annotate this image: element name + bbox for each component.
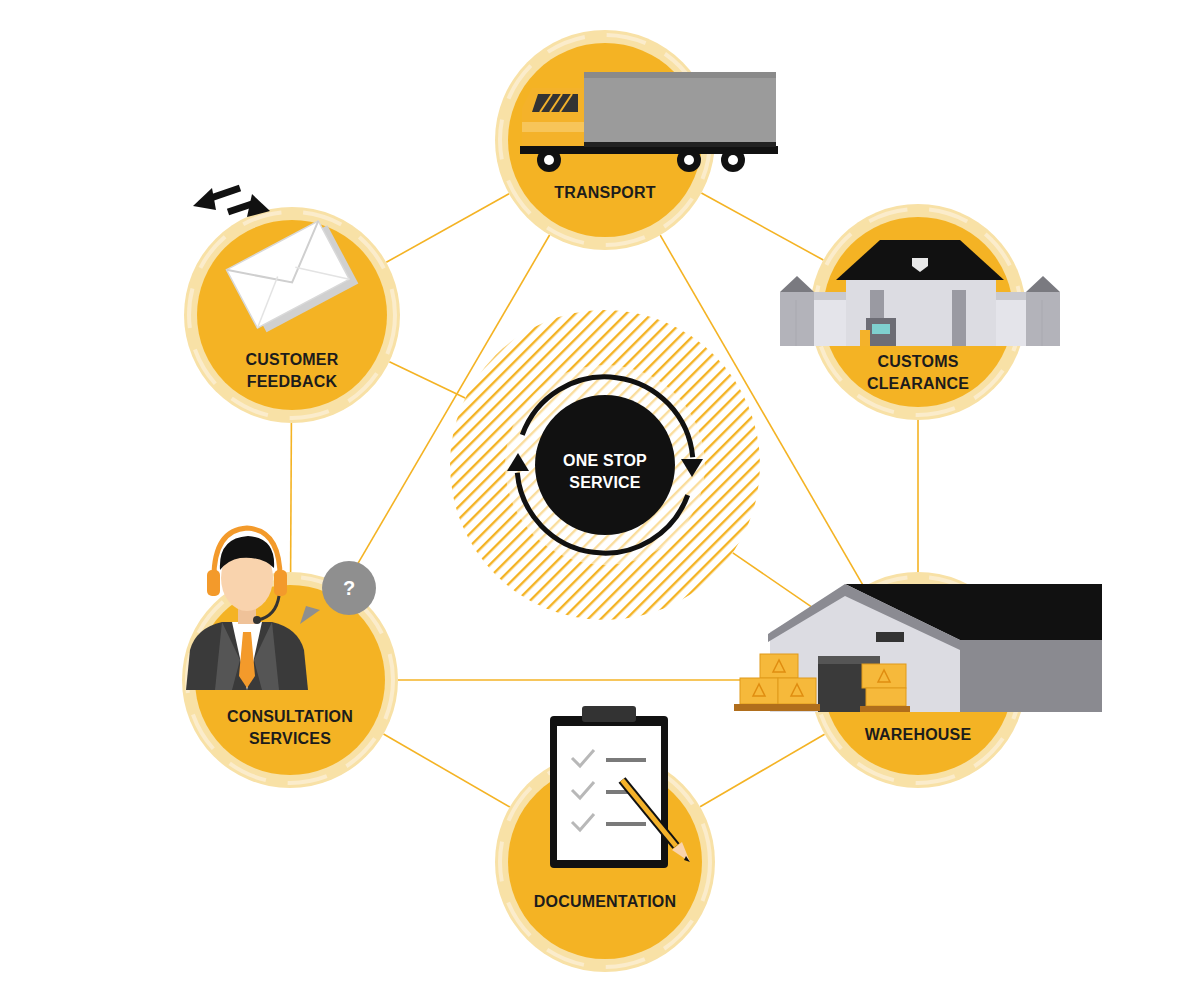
customs-building-illustration [780, 240, 1060, 346]
service-label: WAREHOUSE [838, 724, 998, 746]
connector-line [733, 553, 829, 619]
connector-line [290, 423, 292, 572]
hub-label: ONE STOP SERVICE [550, 450, 660, 493]
label-holder: ? [343, 578, 355, 598]
service-circle: CUSTOMER FEEDBACK [184, 207, 400, 423]
service-circle: CUSTOMS CLEARANCE [810, 204, 1026, 420]
service-label: CUSTOMS CLEARANCE [848, 351, 988, 394]
bubble-mark: ? [343, 578, 355, 598]
connector-line [918, 420, 919, 572]
warehouse-illustration [734, 584, 1102, 712]
connector-line [384, 734, 510, 807]
service-label: CUSTOMER FEEDBACK [227, 349, 357, 392]
service-circle: WAREHOUSE [810, 572, 1026, 788]
envelope-illustration [193, 188, 358, 335]
connector-line [389, 362, 465, 398]
service-label: CONSULTATION SERVICES [210, 706, 370, 749]
connector-line [398, 680, 810, 681]
service-circle: TRANSPORT [495, 30, 715, 250]
service-circle: CONSULTATION SERVICES [182, 572, 398, 788]
service-circle: DOCUMENTATION [495, 752, 715, 972]
service-label: DOCUMENTATION [515, 891, 695, 913]
service-label: TRANSPORT [530, 182, 680, 204]
truck-illustration [520, 72, 778, 172]
consultant-illustration [186, 528, 376, 690]
connector-line [700, 734, 825, 806]
clipboard-illustration [550, 706, 690, 868]
connector-line [386, 194, 509, 263]
connector-line [701, 193, 823, 260]
hub-circle: ONE STOP SERVICE [450, 310, 760, 620]
